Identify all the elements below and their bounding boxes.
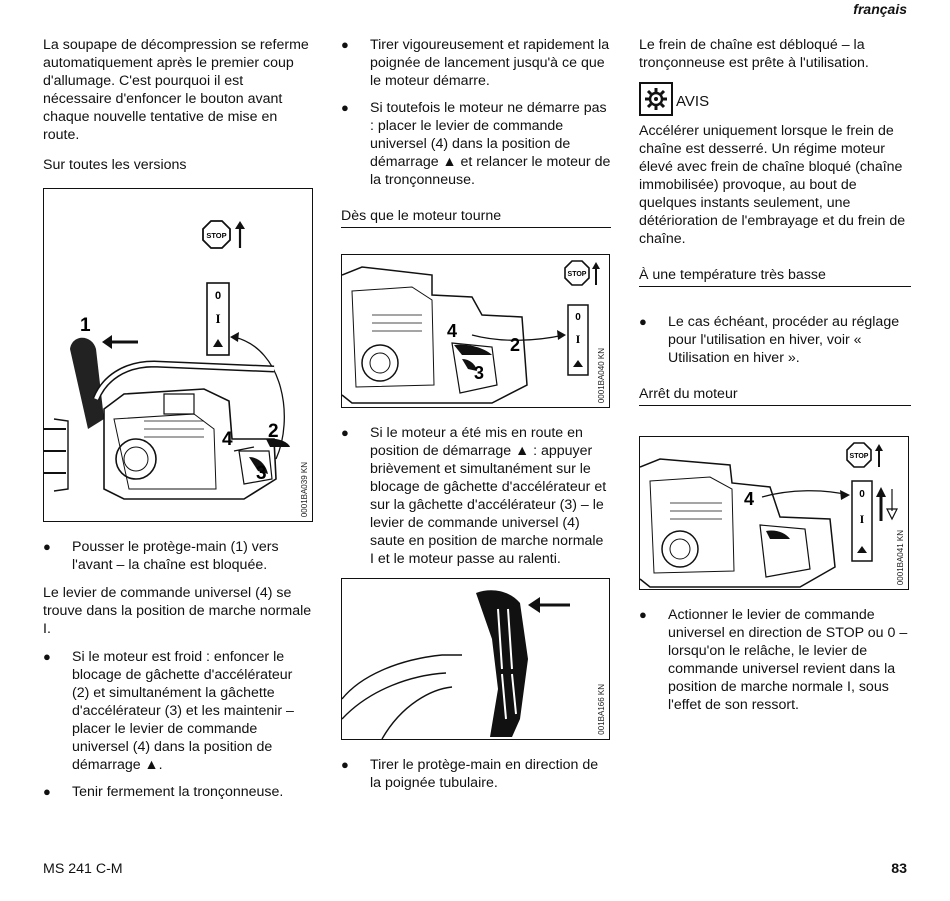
chainsaw-illustration: STOP 0 I 4 2 3 [342,260,600,404]
choke-symbol: 0 [215,290,221,302]
list-item: Actionner le levier de commande universe… [639,606,911,714]
language-label: français [853,1,907,17]
list-item: Si toutefois le moteur ne démarre pas : … [341,99,611,189]
notice-header: AVIS [639,82,911,116]
bullet-list: Actionner le levier de commande universe… [639,606,911,714]
bullet-list: Tirer le protège-main en direction de la… [341,756,611,792]
choke-symbol: 0 [859,489,865,500]
paragraph: Le levier de commande universel (4) se t… [43,585,312,637]
column-3: Le frein de chaîne est débloqué – la tro… [639,36,911,724]
list-item: Pousser le protège-main (1) vers l'avant… [43,538,313,574]
paragraph: Le frein de chaîne est débloqué – la tro… [639,37,869,71]
figure-engine-running: STOP 0 I 4 2 3 0001BA040 KN [341,254,610,408]
list-item: Tirer vigoureusement et rapidement la po… [341,36,611,90]
column-2: Tirer vigoureusement et rapidement la po… [341,36,611,802]
notice-label: AVIS [676,93,710,110]
page-number: 83 [891,861,907,877]
run-symbol: I [215,311,220,326]
figure-code: 001BA166 KN [597,684,606,735]
figure-stop-engine: STOP 0 I 4 0001BA041 KN [639,436,909,590]
list-item: Si le moteur est froid : enfoncer le blo… [43,648,313,774]
callout-4: 4 [744,489,754,509]
callout-2: 2 [268,421,279,442]
gear-icon [639,82,673,116]
section-heading: Dès que le moteur tourne [341,207,611,228]
stop-label: STOP [568,271,587,278]
figure-code: 0001BA040 KN [597,347,606,403]
callout-3: 3 [474,363,484,383]
figure-hand-guard: 001BA166 KN [341,578,610,740]
choke-symbol: 0 [575,312,581,323]
list-item: Le cas échéant, procéder au réglage pour… [639,313,911,367]
run-symbol: I [576,332,581,346]
stop-label: STOP [206,231,226,240]
section-heading: Sur toutes les versions [43,157,187,173]
figure-code: 0001BA041 KN [896,529,905,585]
run-symbol: I [860,512,865,526]
section-heading: À une température très basse [639,266,911,287]
chainsaw-illustration: STOP 0 I 4 [640,442,898,588]
hand-guard-illustration [342,590,570,739]
paragraph: La soupape de décompression se referme a… [43,37,309,143]
chainsaw-illustration: STOP 0 I 1 [44,220,290,500]
section-heading: Arrêt du moteur [639,385,911,406]
callout-1: 1 [80,315,91,336]
list-item: Si le moteur a été mis en route en posit… [341,424,611,568]
callout-4: 4 [447,321,457,341]
callout-2: 2 [510,335,520,355]
list-item: Tenir fermement la tronçonneuse. [43,783,313,801]
footer-model: MS 241 C-M [43,861,123,877]
bullet-list: Pousser le protège-main (1) vers l'avant… [43,538,313,574]
bullet-list: Tirer vigoureusement et rapidement la po… [341,36,611,189]
column-1: La soupape de décompression se referme a… [43,36,313,811]
figure-code: 0001BA039 KN [300,461,309,517]
stop-label: STOP [850,453,869,460]
list-item: Tirer le protège-main en direction de la… [341,756,611,792]
bullet-list: Si le moteur a été mis en route en posit… [341,424,611,568]
paragraph: Accélérer uniquement lorsque le frein de… [639,123,906,247]
bullet-list: Si le moteur est froid : enfoncer le blo… [43,648,313,801]
bullet-list: Le cas échéant, procéder au réglage pour… [639,313,911,367]
callout-4: 4 [222,429,233,450]
figure-start-position: STOP 0 I 1 [43,188,313,522]
callout-3: 3 [256,463,267,484]
